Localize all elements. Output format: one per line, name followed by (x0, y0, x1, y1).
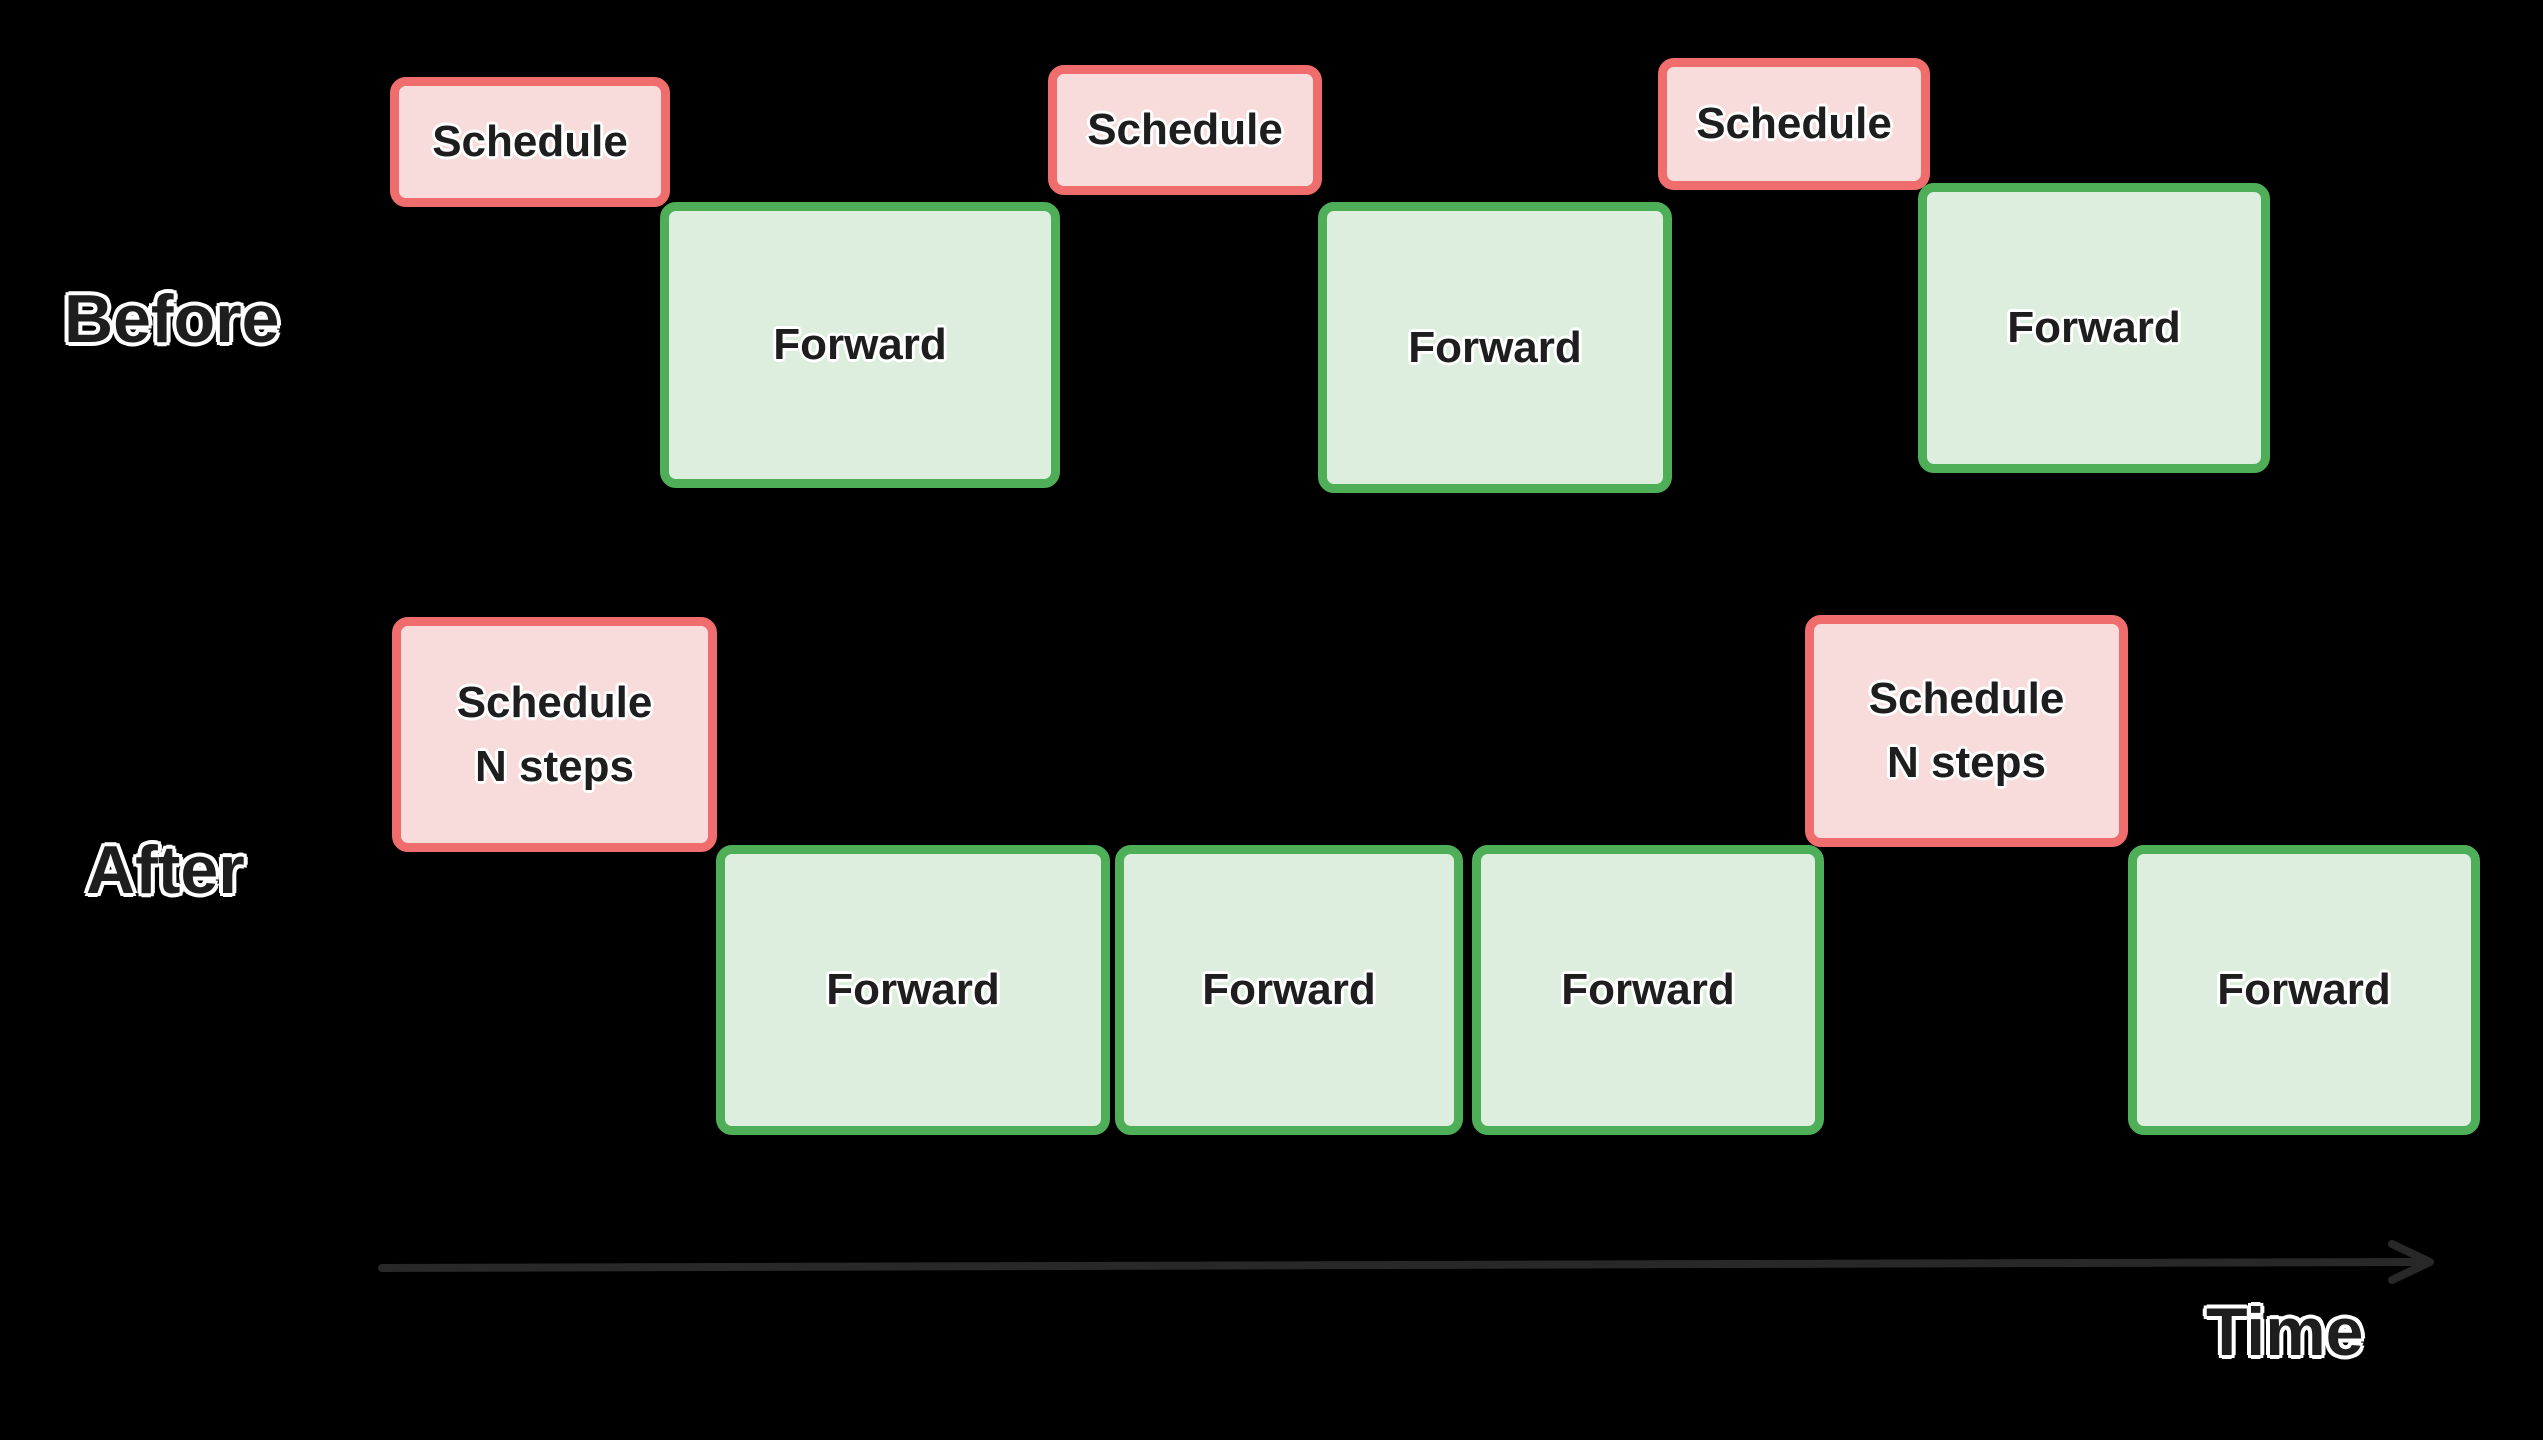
before-schedule-block-2-label: Schedule (1087, 105, 1283, 155)
after-schedule-n-steps-block-1-line-2: N steps (475, 741, 634, 791)
time-axis-label: Time (2206, 1294, 2364, 1370)
before-forward-block-3: Forward (1918, 183, 2270, 473)
after-forward-block-4-label: Forward (2217, 965, 2391, 1015)
before-forward-block-2-label: Forward (1408, 322, 1582, 372)
after-forward-block-1-label: Forward (826, 965, 1000, 1015)
before-schedule-block-1: Schedule (390, 77, 670, 207)
after-forward-block-3: Forward (1472, 845, 1824, 1135)
after-forward-block-2: Forward (1115, 845, 1463, 1135)
after-forward-block-2-label: Forward (1202, 965, 1376, 1015)
after-schedule-n-steps-block-1-line-1: Schedule (456, 677, 653, 727)
after-schedule-n-steps-block-1: Schedule N steps (392, 617, 717, 852)
after-forward-block-4: Forward (2128, 845, 2480, 1135)
before-schedule-block-2: Schedule (1048, 65, 1322, 195)
before-row-label: Before (64, 281, 280, 357)
before-schedule-block-3: Schedule (1658, 58, 1930, 190)
after-forward-block-3-label: Forward (1561, 965, 1735, 1015)
before-forward-block-2: Forward (1318, 202, 1672, 493)
before-schedule-block-3-label: Schedule (1696, 99, 1892, 149)
before-forward-block-1-label: Forward (773, 320, 947, 370)
time-axis-line (378, 1258, 2422, 1272)
after-row-label: After (86, 832, 245, 908)
after-schedule-n-steps-block-2-line-2: N steps (1887, 738, 2046, 787)
after-schedule-n-steps-block-2-line-1: Schedule (1868, 674, 2065, 724)
after-forward-block-1: Forward (716, 845, 1110, 1135)
before-schedule-block-1-label: Schedule (432, 117, 628, 167)
time-axis-arrow (378, 1240, 2434, 1284)
arrowhead-icon (2388, 1240, 2434, 1284)
before-forward-block-1: Forward (660, 202, 1060, 488)
before-forward-block-3-label: Forward (2007, 303, 2181, 353)
after-schedule-n-steps-block-2: Schedule N steps (1805, 615, 2128, 847)
